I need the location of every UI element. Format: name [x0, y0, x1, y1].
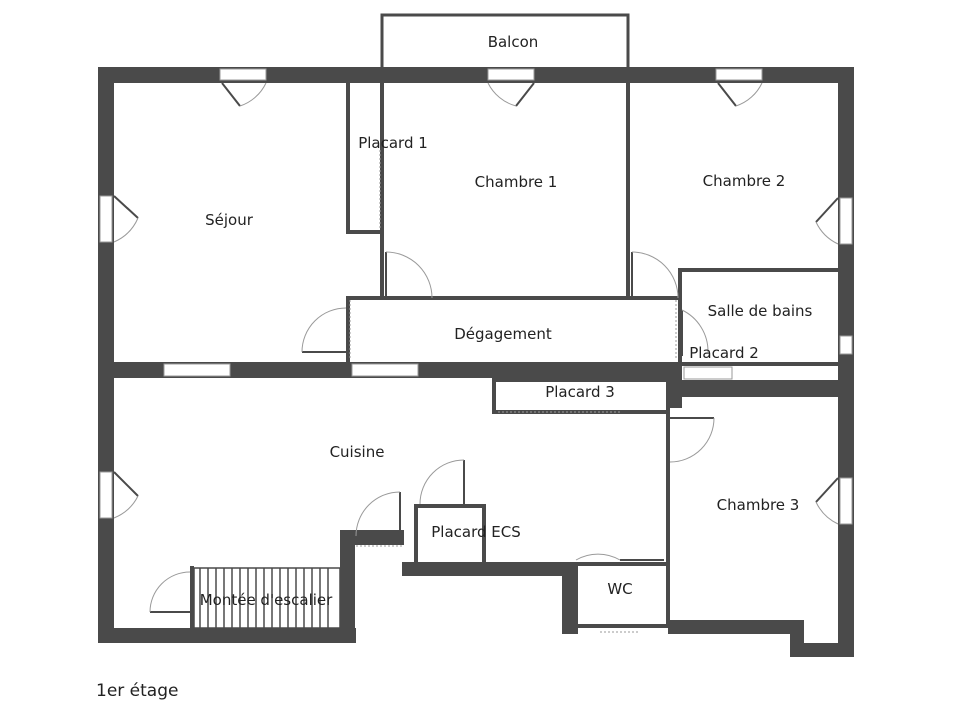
window-interior-3 — [683, 366, 733, 380]
door-chambre2-right-swing — [815, 197, 839, 245]
door-chambre3-right-swing — [815, 477, 839, 525]
label-chambre-2: Chambre 2 — [703, 172, 786, 190]
label-wc: WC — [607, 580, 632, 598]
window-sejour-left — [99, 195, 113, 243]
label-degagement: Dégagement — [454, 325, 552, 343]
door-chambre1 — [385, 251, 433, 299]
window-sdb-right — [839, 335, 853, 355]
staircase — [193, 567, 341, 629]
windows — [99, 68, 853, 525]
window-sejour-top — [219, 68, 267, 81]
door-cuisine — [355, 491, 401, 537]
window-chambre2-top — [715, 68, 763, 81]
sliding-doors — [349, 150, 677, 633]
window-interior-2 — [351, 363, 419, 377]
door-chambre3 — [669, 417, 715, 463]
room-labels: Balcon Séjour Placard 1 Chambre 1 Chambr… — [200, 33, 813, 609]
door-cuisine-left-swing — [113, 471, 139, 519]
label-chambre-1: Chambre 1 — [475, 173, 558, 191]
doors — [113, 82, 839, 613]
door-sejour-left-swing — [113, 195, 139, 243]
floor-label: 1er étage — [96, 681, 178, 701]
label-placard-1: Placard 1 — [358, 134, 428, 152]
window-chambre3-right — [839, 477, 853, 525]
label-montee-escalier: Montée d'escalier — [200, 591, 333, 609]
label-cuisine: Cuisine — [330, 443, 385, 461]
door-salle-de-bains — [681, 309, 709, 356]
door-sejour-window-swing — [221, 82, 267, 107]
label-salle-de-bains: Salle de bains — [708, 302, 813, 320]
window-interior-1 — [163, 363, 231, 377]
door-chambre2-window-swing — [717, 82, 763, 107]
label-chambre-3: Chambre 3 — [717, 496, 800, 514]
door-sejour — [301, 307, 347, 353]
door-wc — [575, 553, 664, 561]
door-stair — [149, 571, 191, 613]
label-balcon: Balcon — [488, 33, 539, 51]
label-placard-ecs: Placard ECS — [431, 523, 521, 541]
door-chambre2 — [631, 251, 679, 299]
window-cuisine-left — [99, 471, 113, 519]
window-chambre2-right — [839, 197, 853, 245]
label-placard-2: Placard 2 — [689, 344, 759, 362]
door-placard-ecs — [419, 459, 465, 505]
window-chambre1-top — [487, 68, 535, 81]
label-placard-3: Placard 3 — [545, 383, 615, 401]
label-sejour: Séjour — [205, 211, 254, 229]
door-chambre1-window-swing — [487, 82, 535, 107]
